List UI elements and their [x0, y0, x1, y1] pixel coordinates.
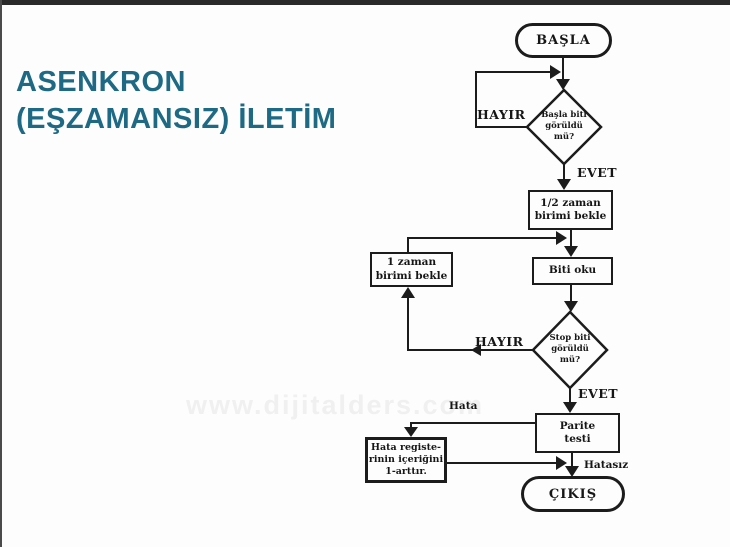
arrowhead-into-parity	[563, 402, 577, 413]
edge-no-loop-1	[475, 71, 551, 128]
start-terminator: BAŞLA	[515, 23, 612, 58]
edge-onetime-to-readbit	[407, 237, 557, 252]
arrowhead-junction-readbit	[556, 231, 567, 245]
watermark-text: www.dijitalders.com	[186, 390, 485, 420]
arrowhead-into-register	[404, 427, 418, 437]
decision-start-bit-text: Başla biti görüldü mü?	[541, 110, 587, 142]
process-half-time-wait: 1/2 zaman birimi bekle	[528, 190, 613, 230]
arrowhead-no-loop-2-left	[471, 344, 481, 356]
process-read-bit: Biti oku	[532, 257, 613, 285]
end-terminator: ÇIKIŞ	[521, 476, 625, 512]
label-evet-1: EVET	[577, 165, 618, 180]
arrowhead-no-loop-1	[550, 65, 561, 79]
slide-left-border	[0, 0, 2, 547]
arrowhead-into-halftime	[557, 179, 571, 190]
label-hatasiz: Hatasız	[584, 459, 629, 471]
process-one-time-wait: 1 zaman birimi bekle	[370, 252, 453, 287]
label-evet-2: EVET	[578, 386, 619, 401]
title-line-2: (EŞZAMANSIZ) İLETİM	[16, 103, 337, 135]
arrowhead-into-decision2	[564, 301, 578, 312]
arrowhead-register-junction	[556, 456, 567, 470]
slide-top-border	[0, 0, 730, 5]
slide-title: ASENKRON (EŞZAMANSIZ) İLETİM	[16, 64, 436, 138]
edge-error-to-register	[410, 422, 535, 434]
decision-stop-bit-shape	[531, 310, 609, 390]
process-error-register: Hata registe- rinin içeriğini 1-arttır.	[365, 437, 447, 483]
arrowhead-into-onetime	[401, 287, 415, 298]
edge-no-loop-2	[407, 291, 533, 351]
decision-start-bit-shape	[525, 88, 603, 166]
arrowhead-into-exit	[565, 466, 579, 477]
arrowhead-into-readbit	[564, 246, 578, 257]
label-hayir-1: HAYIR	[477, 107, 526, 122]
label-hayir-2: HAYIR	[475, 334, 524, 349]
process-parity-test: Parite testi	[535, 413, 620, 453]
decision-stop-bit-text: Stop biti görüldü mü?	[549, 333, 591, 365]
label-hata: Hata	[449, 400, 478, 412]
title-line-1: ASENKRON	[16, 66, 186, 98]
arrowhead-into-decision1	[556, 79, 570, 90]
